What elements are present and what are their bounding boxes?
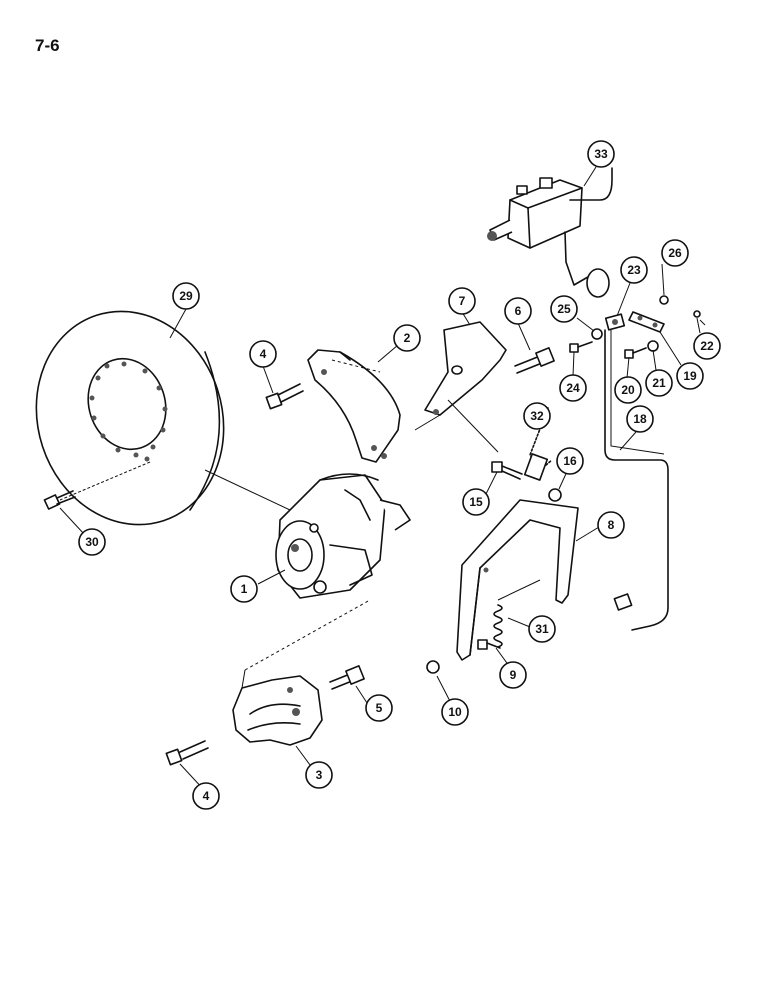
svg-text:29: 29 xyxy=(179,289,193,303)
svg-text:16: 16 xyxy=(563,454,577,468)
spring-31-part xyxy=(493,579,541,648)
svg-text:22: 22 xyxy=(700,339,714,353)
callout-16: 16 xyxy=(556,447,584,475)
washer-25-part xyxy=(591,328,603,340)
callout-4-upper: 4 xyxy=(249,340,277,368)
callout-23: 23 xyxy=(620,256,648,284)
svg-text:30: 30 xyxy=(85,535,99,549)
callout-21: 21 xyxy=(645,369,673,397)
callout-15: 15 xyxy=(462,488,490,516)
svg-text:4: 4 xyxy=(203,789,210,803)
bolt-4-upper-part xyxy=(265,383,304,410)
svg-text:21: 21 xyxy=(652,376,666,390)
svg-text:3: 3 xyxy=(316,768,323,782)
svg-text:2: 2 xyxy=(404,331,411,345)
svg-text:7: 7 xyxy=(459,294,466,308)
bolt-5-part xyxy=(329,665,365,690)
callout-29: 29 xyxy=(172,282,200,310)
callout-30: 30 xyxy=(78,528,106,556)
svg-text:32: 32 xyxy=(530,409,544,423)
washer-21-part xyxy=(647,340,659,352)
bolt-30-part xyxy=(43,490,76,510)
callout-33: 33 xyxy=(587,140,615,168)
callout-22: 22 xyxy=(693,332,721,360)
svg-text:8: 8 xyxy=(608,518,615,532)
bolt-20-part xyxy=(624,347,647,359)
pedal-lever-part xyxy=(456,499,579,661)
svg-text:4: 4 xyxy=(260,347,267,361)
callout-6: 6 xyxy=(504,297,532,325)
master-cylinder-part xyxy=(487,167,613,298)
plate-part xyxy=(414,321,507,453)
svg-text:6: 6 xyxy=(515,304,522,318)
svg-text:33: 33 xyxy=(594,147,608,161)
nut-10-part xyxy=(426,660,440,674)
svg-text:26: 26 xyxy=(668,246,682,260)
callout-26: 26 xyxy=(661,239,689,267)
svg-text:20: 20 xyxy=(621,383,635,397)
svg-text:15: 15 xyxy=(469,495,483,509)
callout-1: 1 xyxy=(230,575,258,603)
callout-5: 5 xyxy=(365,694,393,722)
svg-text:31: 31 xyxy=(535,622,549,636)
svg-text:10: 10 xyxy=(448,705,462,719)
callout-19: 19 xyxy=(676,362,704,390)
brake-disc-part xyxy=(35,310,291,526)
svg-text:9: 9 xyxy=(510,668,517,682)
callouts: 29 2 4 7 6 32 15 16 8 1 31 9 10 5 3 4 30… xyxy=(78,140,721,810)
callout-31: 31 xyxy=(528,615,556,643)
bolt-9-part xyxy=(477,639,501,650)
upper-bracket-part xyxy=(307,349,401,463)
brake-line-part xyxy=(604,329,669,631)
callout-7: 7 xyxy=(448,287,476,315)
callout-32: 32 xyxy=(523,402,551,430)
svg-text:5: 5 xyxy=(376,701,383,715)
bolt-4-lower-part xyxy=(165,740,209,766)
callout-10: 10 xyxy=(441,698,469,726)
cable-clevis-part xyxy=(523,407,553,481)
nut-26-part xyxy=(659,295,669,305)
callout-3: 3 xyxy=(305,761,333,789)
pump-housing-part xyxy=(275,473,411,599)
nut-16-part xyxy=(548,488,562,502)
callout-18: 18 xyxy=(626,405,654,433)
svg-text:1: 1 xyxy=(241,582,248,596)
bolt-15-part xyxy=(491,461,523,480)
svg-text:24: 24 xyxy=(566,381,580,395)
bolt-24-part xyxy=(569,341,593,353)
svg-text:23: 23 xyxy=(627,263,641,277)
lower-bracket-part xyxy=(232,599,371,746)
washer-22-part xyxy=(693,310,706,326)
fitting-23-part xyxy=(604,313,626,331)
page-number: 7-6 xyxy=(35,36,60,55)
bolt-6-part xyxy=(514,347,555,374)
callout-8: 8 xyxy=(597,511,625,539)
callout-2: 2 xyxy=(393,324,421,352)
svg-text:19: 19 xyxy=(683,369,697,383)
callout-25: 25 xyxy=(550,295,578,323)
callout-20: 20 xyxy=(614,376,642,404)
callout-9: 9 xyxy=(499,661,527,689)
svg-text:25: 25 xyxy=(557,302,571,316)
callout-24: 24 xyxy=(559,374,587,402)
bracket-19-part xyxy=(628,311,665,333)
callout-4-lower: 4 xyxy=(192,782,220,810)
svg-text:18: 18 xyxy=(633,412,647,426)
